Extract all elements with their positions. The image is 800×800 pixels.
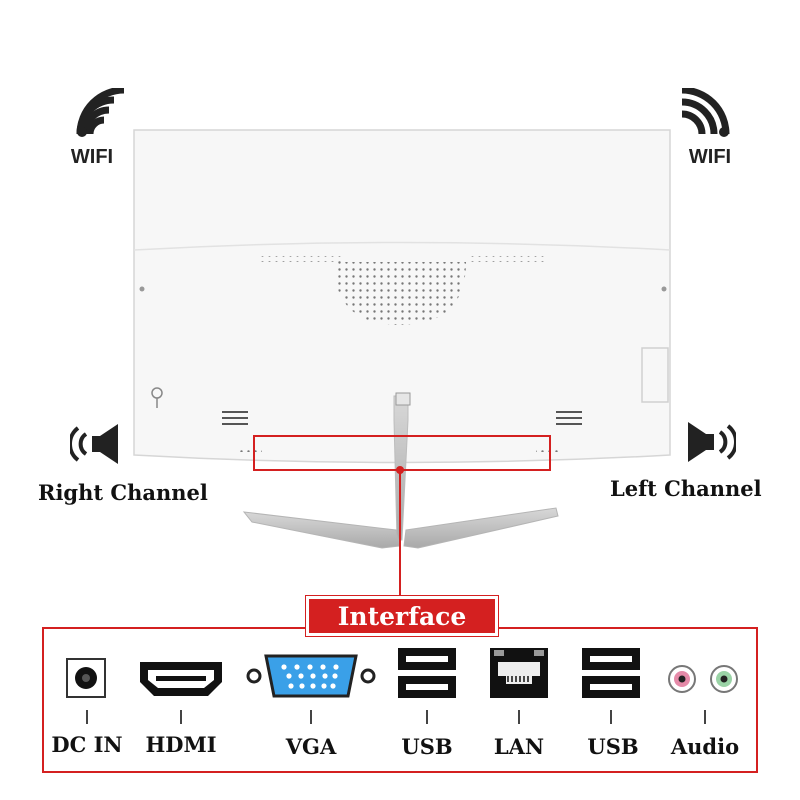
dc-in-port-icon bbox=[66, 658, 106, 698]
hdmi-port-icon bbox=[140, 662, 222, 696]
usb-port-icon bbox=[582, 648, 640, 698]
wifi-left-icon bbox=[76, 88, 125, 137]
port-tick bbox=[180, 710, 182, 724]
port-label-usb: USB bbox=[401, 734, 453, 759]
port-label-usb: USB bbox=[587, 734, 639, 759]
usb-port-icon bbox=[398, 648, 456, 698]
port-tick bbox=[610, 710, 612, 724]
audio-jack-icon bbox=[668, 665, 738, 693]
wifi-right-icon bbox=[681, 88, 730, 137]
left-channel-label: Left Channel bbox=[610, 476, 762, 501]
speaker-right-icon bbox=[70, 424, 118, 464]
wifi-right-label: WIFI bbox=[688, 146, 732, 168]
vga-port-icon bbox=[246, 654, 376, 698]
monitor-back bbox=[133, 129, 671, 560]
port-label-hdmi: HDMI bbox=[145, 732, 217, 757]
connector-line bbox=[399, 560, 401, 598]
port-label-audio: Audio bbox=[670, 734, 740, 759]
right-channel-label: Right Channel bbox=[38, 480, 208, 505]
interface-banner: Interface bbox=[306, 596, 498, 636]
wifi-left-label: WIFI bbox=[70, 146, 114, 168]
port-tick bbox=[704, 710, 706, 724]
port-label-dc-in: DC IN bbox=[51, 732, 123, 757]
port-label-lan: LAN bbox=[493, 734, 545, 759]
port-tick bbox=[310, 710, 312, 724]
speaker-left-icon bbox=[688, 422, 736, 462]
lan-port-icon bbox=[490, 648, 548, 698]
port-tick bbox=[86, 710, 88, 724]
port-label-vga: VGA bbox=[285, 734, 337, 759]
port-tick bbox=[518, 710, 520, 724]
port-tick bbox=[426, 710, 428, 724]
